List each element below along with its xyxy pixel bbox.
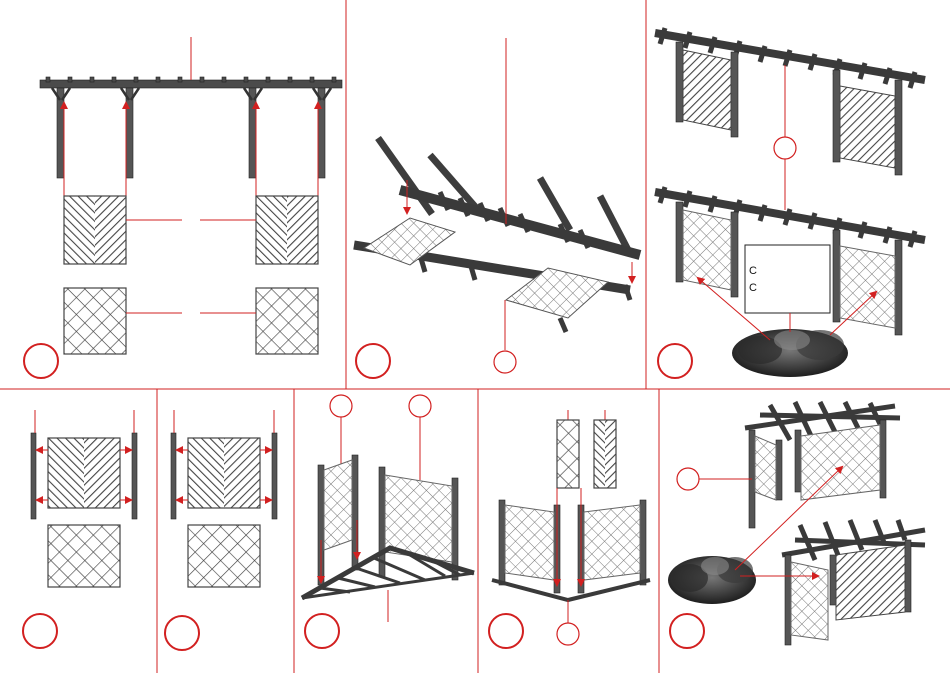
floor-frame xyxy=(492,580,650,600)
step-number-circle xyxy=(165,616,199,650)
lattice-panel-installed xyxy=(683,210,731,290)
post xyxy=(57,88,64,178)
lattice-panel xyxy=(324,460,352,550)
post xyxy=(830,555,836,605)
callout-circle xyxy=(557,623,579,645)
post xyxy=(499,500,505,585)
post xyxy=(31,433,36,519)
post xyxy=(776,440,782,500)
shrub-illustration xyxy=(732,329,848,377)
post xyxy=(880,420,886,498)
step-1-panel xyxy=(24,37,342,378)
diagonal-panel xyxy=(836,545,905,620)
post xyxy=(640,500,646,585)
lattice-panel-left xyxy=(64,288,126,354)
step-2-panel xyxy=(354,38,640,378)
lattice-panel xyxy=(755,436,776,500)
shrub-illustration xyxy=(668,556,756,604)
diagonal-panel-right xyxy=(256,196,318,264)
callout-circle xyxy=(677,468,699,490)
step-number-circle xyxy=(356,344,390,378)
pergola-beam xyxy=(40,80,342,88)
step-6-panel xyxy=(302,395,474,648)
post xyxy=(895,80,902,175)
label-line-1: C xyxy=(749,265,757,277)
post xyxy=(272,433,277,519)
step-4-panel xyxy=(23,410,137,648)
post xyxy=(895,240,902,335)
diagonal-panel xyxy=(48,438,120,508)
step-number-circle xyxy=(658,344,692,378)
post xyxy=(560,318,566,332)
diagonal-panel xyxy=(188,438,260,508)
lattice-panel xyxy=(584,505,640,580)
lattice-panel xyxy=(801,425,880,500)
post xyxy=(833,230,840,322)
lattice-panel xyxy=(505,505,554,580)
step-number-circle xyxy=(24,344,58,378)
callout-circle xyxy=(494,351,516,373)
post xyxy=(795,430,801,492)
step-number-circle xyxy=(305,614,339,648)
lattice-panel xyxy=(791,562,828,640)
lattice-panel-right xyxy=(256,288,318,354)
post xyxy=(905,540,911,612)
rafter xyxy=(378,138,432,214)
post xyxy=(833,70,840,162)
lattice-strip xyxy=(557,420,579,488)
knee-braces xyxy=(52,88,331,100)
diagonal-panel-installed xyxy=(683,50,731,130)
lattice-panel-installed xyxy=(840,246,895,328)
rafter xyxy=(540,178,570,230)
step-7-panel xyxy=(489,410,650,648)
label-line-2: C xyxy=(749,282,757,294)
post xyxy=(731,52,738,137)
step-number-circle xyxy=(489,614,523,648)
callout-circle xyxy=(774,137,796,159)
callout-circle xyxy=(409,395,431,417)
step-number-circle xyxy=(23,614,57,648)
post xyxy=(785,555,791,645)
post xyxy=(171,433,176,519)
post xyxy=(676,202,683,282)
post xyxy=(676,42,683,122)
diagonal-strip xyxy=(594,420,616,488)
step-3-panel: C C xyxy=(655,28,925,378)
step-5-panel xyxy=(165,410,277,650)
diagonal-panel-left xyxy=(64,196,126,264)
post xyxy=(249,88,256,178)
post xyxy=(126,88,133,178)
step-number-circle xyxy=(670,614,704,648)
step-8-panel xyxy=(668,402,925,648)
post xyxy=(318,88,325,178)
post xyxy=(132,433,137,519)
lattice-panel xyxy=(188,525,260,587)
callout-circle xyxy=(330,395,352,417)
diagonal-panel-installed xyxy=(840,86,895,168)
post xyxy=(731,212,738,297)
label-box: C C xyxy=(745,245,830,313)
lattice-panel xyxy=(48,525,120,587)
